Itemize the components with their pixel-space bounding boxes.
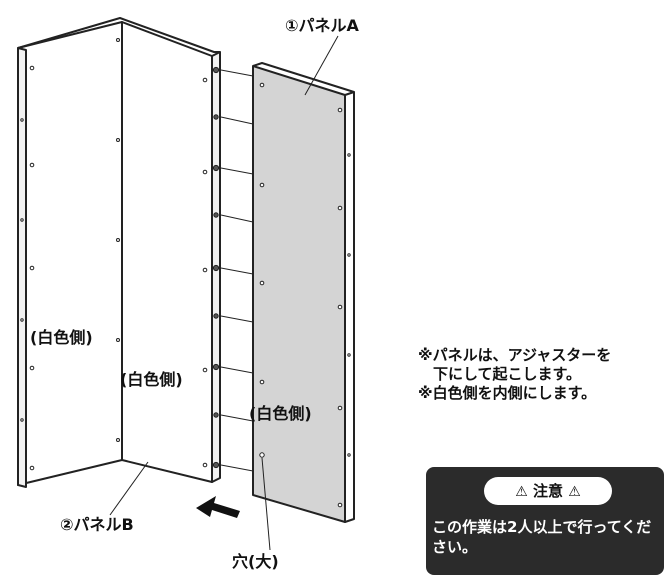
panel-b (17, 17, 221, 488)
note-line: ※白色側を内側にします。 (418, 384, 597, 402)
caution-title: 注意 (532, 482, 563, 500)
warning-triangle-icon: ⚠ (568, 484, 581, 500)
guide-lines (220, 69, 254, 472)
label-hole-large: 穴(大) (232, 552, 279, 571)
label-white-side-panel-a: (白色側) (249, 404, 312, 423)
panel-a-holes (259, 82, 351, 508)
arrow-left-icon (196, 496, 240, 518)
panel-a (252, 62, 355, 523)
label-panel-b: ②パネルB (60, 515, 134, 534)
panel-b-holes (20, 38, 208, 471)
panel-b-left-edge (17, 47, 27, 488)
panel-a-face (252, 65, 346, 523)
panel-b-left-face (17, 21, 123, 486)
caution-badge: ⚠ 注意 ⚠ (484, 477, 612, 505)
screw-row (212, 66, 220, 469)
panel-a-edge (344, 91, 355, 523)
warning-triangle-icon: ⚠ (515, 484, 528, 500)
assembly-notes: ※パネルは、アジャスターを 下にして起こします。 ※白色側を内側にします。 (418, 346, 611, 403)
note-line: 下にして起こします。 (418, 365, 582, 383)
label-panel-a: ①パネルA (285, 16, 359, 35)
leader-lines (109, 35, 339, 551)
label-white-side-left: (白色側) (30, 328, 93, 347)
label-white-side-middle: (白色側) (120, 370, 183, 389)
caution-text: この作業は2人以上で行ってください。 (432, 518, 652, 556)
caution-box: ⚠ 注意 ⚠ この作業は2人以上で行ってください。 (426, 467, 664, 575)
panel-b-right-face (121, 21, 213, 483)
note-line: ※パネルは、アジャスターを (418, 346, 612, 364)
